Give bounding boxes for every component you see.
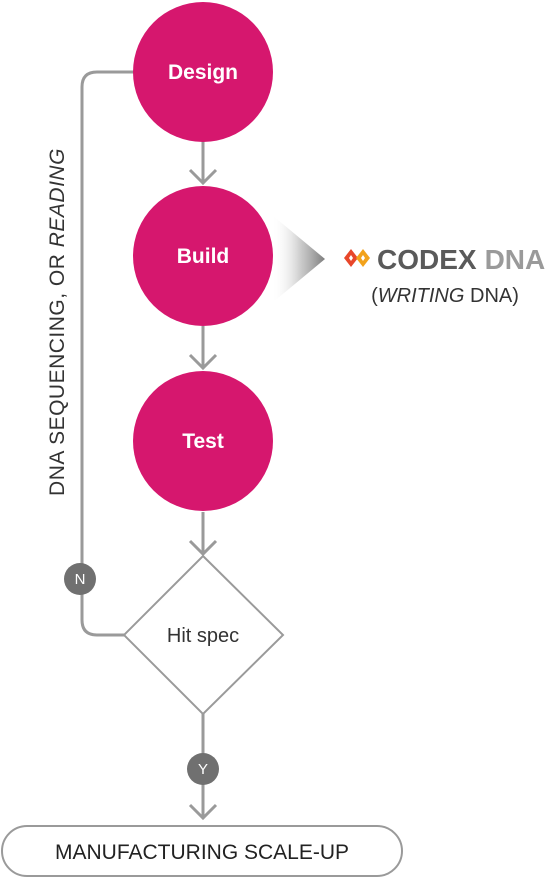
yes-badge-circle <box>187 753 219 785</box>
codex-dna-brand: CODEX DNA (WRITING DNA) <box>344 244 545 307</box>
brand-caption-open: ( <box>371 285 378 307</box>
yes-badge-label: Y <box>198 761 208 778</box>
brand-name-secondary: DNA <box>485 244 546 275</box>
brand-caption-emphasis: WRITING <box>378 285 465 307</box>
step-build: Build <box>133 186 273 326</box>
arrow-head-build-test <box>188 353 218 371</box>
loop-label-prefix: DNA SEQUENCING, OR <box>46 247 69 496</box>
step-test-circle <box>133 371 273 511</box>
no-badge: N <box>64 563 96 595</box>
loop-label-emphasis: READING <box>46 148 69 247</box>
step-test: Test <box>133 371 273 511</box>
terminal-box <box>1 825 403 877</box>
step-test-label: Test <box>182 430 224 453</box>
decision-diamond <box>122 554 285 716</box>
arrow-head-test-decision <box>188 539 218 557</box>
yes-badge: Y <box>187 753 219 785</box>
terminal-manufacturing: MANUFACTURING SCALE-UP <box>1 825 403 877</box>
loop-label: DNA SEQUENCING, OR READING <box>46 148 69 496</box>
feedback-loop-line <box>80 70 134 637</box>
no-badge-circle <box>64 563 96 595</box>
brand-caption: (WRITING DNA) <box>371 285 519 307</box>
decision-label: Hit spec <box>167 625 239 647</box>
step-design: Design <box>133 2 273 142</box>
step-design-circle <box>133 2 273 142</box>
brand-caption-rest: DNA) <box>464 285 518 307</box>
step-build-label: Build <box>177 245 230 268</box>
arrow-head-decision-terminal <box>188 803 218 821</box>
terminal-label: MANUFACTURING SCALE-UP <box>55 841 349 864</box>
brand-name: CODEX DNA <box>377 244 545 275</box>
arrow-head-design-build <box>188 168 218 186</box>
decision-hit-spec: Hit spec <box>122 554 285 716</box>
build-beam-arrow <box>272 215 325 303</box>
codex-dna-logo-icon <box>344 249 370 267</box>
brand-name-primary: CODEX <box>377 244 477 275</box>
step-build-circle <box>133 186 273 326</box>
step-design-label: Design <box>168 61 238 84</box>
no-badge-label: N <box>75 571 86 588</box>
